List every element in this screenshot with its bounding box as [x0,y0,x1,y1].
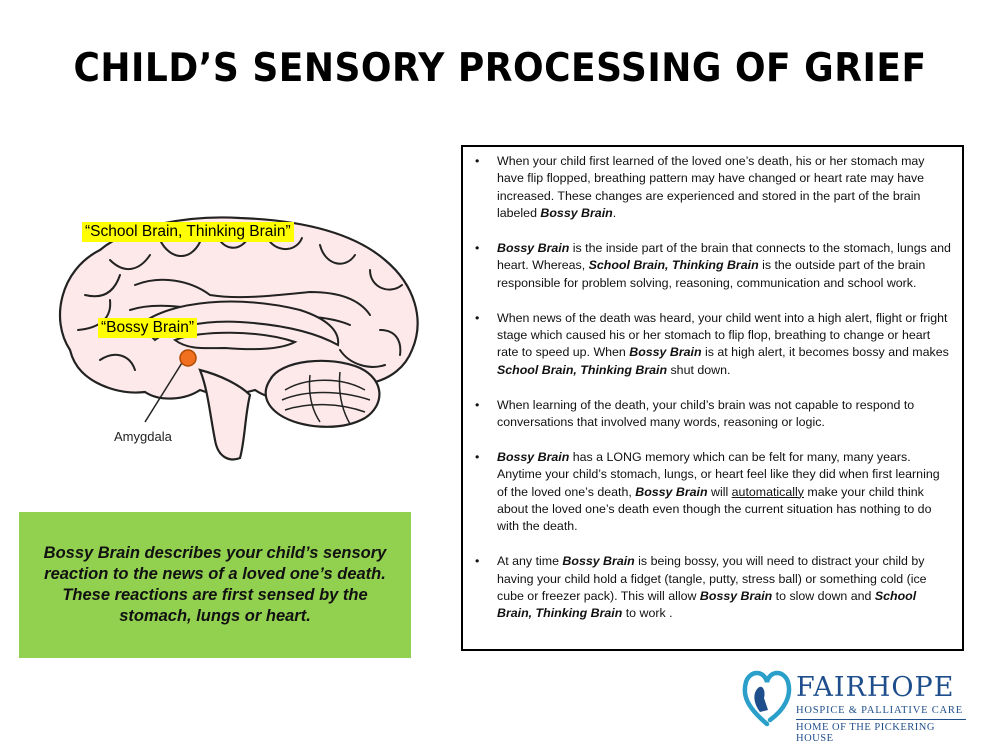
bullet-text: will [707,484,732,499]
logo-name: FAIRHOPE [796,672,955,703]
logo-divider [796,719,966,720]
bullet-text: When learning of the death, your child’s… [497,397,915,430]
bullet-text: make your child think about the loved on… [497,484,932,534]
logo-tagline: HOME OF THE PICKERING HOUSE [796,722,935,744]
bullet-text: has a LONG memory which can be felt for … [497,449,940,499]
list-item: • Bossy Brain is the inside part of the b… [475,240,952,292]
bullet-icon: • [475,449,480,464]
bullet-text: is the inside part of the brain that con… [497,241,951,273]
bullet-emphasis: Bossy Brain [540,206,613,221]
logo-subtitle: HOSPICE & PALLIATIVE CARE [796,705,963,716]
bullet-text: is at high alert, it becomes bossy and m… [701,345,949,360]
amygdala-label: Amygdala [114,429,172,444]
bullet-emphasis: Bossy Brain [635,484,708,499]
list-item: • When learning of the death, your child’… [475,397,952,432]
bullet-icon: • [475,154,480,168]
list-item: • At any time Bossy Brain is being bossy,… [475,553,952,623]
bullet-list: • When your child first learned of the lo… [475,153,952,623]
bullet-icon: • [475,241,480,256]
bullet-emphasis: Bossy Brain [562,554,635,569]
bullet-text: At any time [497,554,563,569]
bullet-icon: • [475,554,480,569]
bullet-text: When your child first learned of the lov… [497,154,925,221]
heart-logo-icon [742,670,792,727]
bullet-text: to work . [622,606,673,621]
bullet-icon: • [475,397,480,412]
info-panel: • When your child first learned of the lo… [461,145,964,651]
callout-text: Bossy Brain describes your child’s senso… [43,544,387,625]
bullet-emphasis: School Brain, Thinking Brain [588,258,759,273]
bullet-emphasis: Bossy Brain [497,241,570,256]
cerebellum [264,359,381,428]
bossy-brain-label: “Bossy Brain” [98,318,198,338]
bullet-emphasis: School Brain, Thinking Brain [497,589,917,621]
school-brain-label: “School Brain, Thinking Brain” [82,222,294,242]
brainstem [198,368,252,461]
bullet-icon: • [475,310,480,325]
fairhope-logo: FAIRHOPE HOSPICE & PALLIATIVE CARE HOME … [740,660,966,744]
page-title: CHILD’S SENSORY PROCESSING OF GRIEF [73,46,927,91]
bullet-emphasis: School Brain, Thinking Brain [497,362,668,377]
list-item: • When news of the death was heard, your … [475,310,952,380]
bullet-emphasis: Bossy Brain [497,449,570,464]
amygdala-pointer [144,357,186,423]
bullet-text: is the outside part of the brain respons… [497,258,926,290]
brain-illustration [58,216,419,461]
callout-box: Bossy Brain describes your child’s senso… [19,512,411,658]
bullet-text: to slow down and [772,589,875,604]
list-item: • When your child first learned of the lo… [475,153,952,223]
bullet-text: is being bossy, you will need to distrac… [497,554,927,604]
bullet-emphasis: Bossy Brain [629,345,702,360]
list-item: • Bossy Brain has a LONG memory which can… [475,449,952,536]
bullet-text: . [612,206,617,221]
bullet-emphasis: Bossy Brain [699,589,773,604]
bullet-text: When news of the death was heard, your c… [497,310,948,360]
bullet-text: shut down. [667,362,731,377]
amygdala-dot [179,349,197,367]
corpus-callosum [138,300,340,347]
bullet-underline: automatically [731,484,804,499]
